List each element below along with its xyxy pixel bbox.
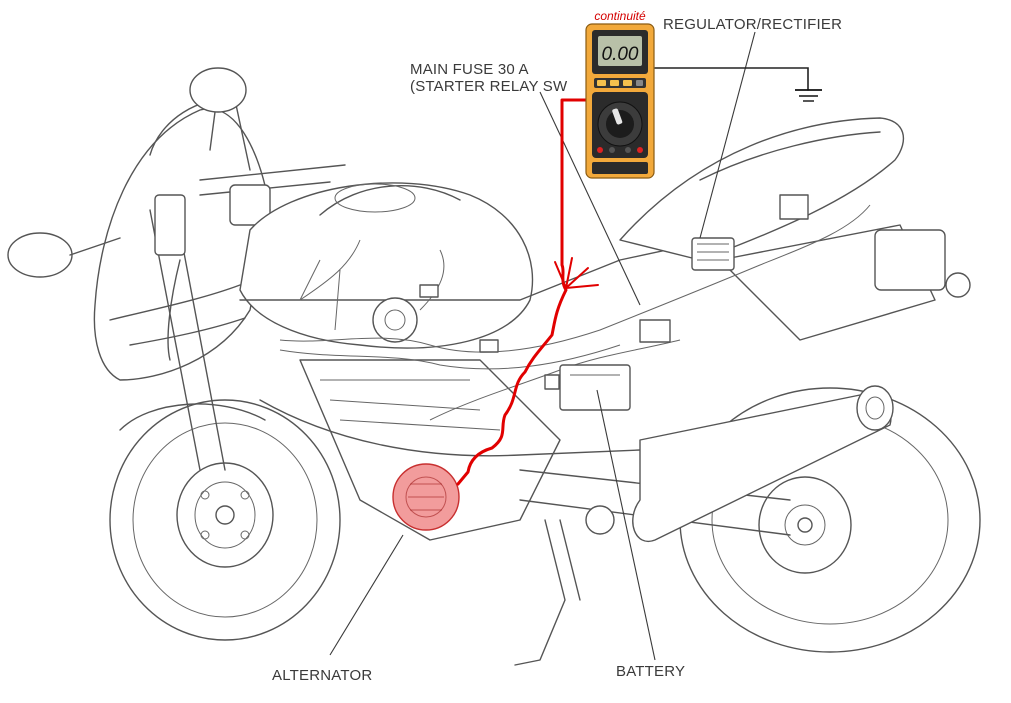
alternator-highlight [392,463,460,531]
ground-connection [654,67,822,102]
front-wheel [109,399,341,641]
multimeter-display: 0.00 [602,44,639,65]
continuity-label: continuité [594,9,646,23]
motorcycle-drawing [7,67,981,666]
alternator-label: ALTERNATOR [272,667,372,684]
multimeter-lcd [598,36,642,66]
main-fuse-label-line2: (STARTER RELAY SW [410,78,568,95]
alternator-leader [329,534,404,656]
probe-wire-red [456,98,599,486]
main-fuse-label-line1: MAIN FUSE 30 A [410,61,529,78]
regulator-rectifier-label: REGULATOR/RECTIFIER [663,16,842,33]
battery-leader [596,389,656,661]
battery-unit [559,364,631,411]
labels: continuité REGULATOR/RECTIFIER MAIN FUSE… [272,9,842,684]
meter-button-icon [597,80,606,86]
exhaust-muffler [632,385,894,543]
regulator-rectifier-unit [691,237,735,271]
regulator-leader [699,31,756,239]
multimeter: 0.00 [585,23,655,179]
battery-label: BATTERY [616,663,685,680]
leader-lines [329,31,756,661]
main-fuse-leader [539,91,641,306]
